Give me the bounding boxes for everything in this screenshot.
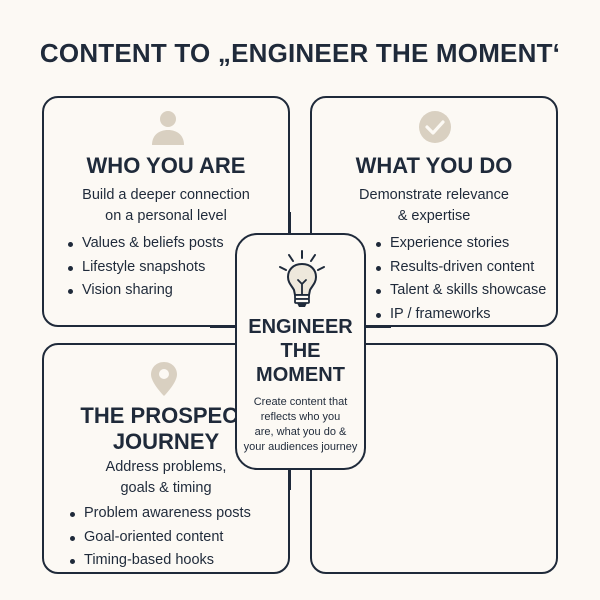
heading-line: THE [280,340,321,362]
list-item: Talent & skills showcase [374,279,546,303]
person-icon [151,110,185,146]
subtitle-line: on a personal level [105,208,227,224]
center-engineer-the-moment: ENGINEER THE MOMENT Create content that … [235,233,366,470]
list-item: Timing-based hooks [68,549,251,573]
map-pin-icon [150,361,178,397]
page-title: CONTENT TO „ENGINEER THE MOMENT‘ [39,38,561,68]
card-heading: WHO YOU ARE [86,153,246,178]
list-item: Problem awareness posts [68,502,251,526]
card-heading: WHAT YOU DO [355,153,513,178]
bullet-list: Experience stories Results-driven conten… [374,232,546,326]
connector-top-left [289,212,291,235]
subtitle-line: & expertise [397,208,471,224]
lightbulb-icon [277,249,327,311]
bullet-list: Values & beliefs posts Lifestyle snapsho… [66,232,224,303]
subtitle-line: your audiences journey [243,441,358,453]
subtitle-line: Build a deeper connection [82,187,250,203]
connector-right-upper [364,326,391,328]
subtitle-line: Address problems, [105,459,227,475]
subtitle-line: reflects who you [260,411,341,423]
list-item: Vision sharing [66,279,224,303]
list-item: Values & beliefs posts [66,232,224,256]
connector-bottom-left [289,468,291,490]
subtitle-line: goals & timing [120,480,212,496]
card-heading: THE PROSPECT JOURNEY [44,403,288,455]
heading-line: JOURNEY [112,429,220,454]
list-item: Results-driven content [374,256,546,280]
center-subtitle: Create content that reflects who you are… [241,395,360,455]
card-subtitle: Demonstrate relevance & expertise [312,185,556,227]
list-item: Lifestyle snapshots [66,256,224,280]
card-subtitle: Address problems, goals & timing [44,457,288,499]
list-item: Goal-oriented content [68,526,251,550]
list-item: IP / frameworks [374,303,546,327]
list-item: Experience stories [374,232,546,256]
subtitle-line: Demonstrate relevance [359,187,509,203]
center-heading: ENGINEER THE MOMENT [237,315,364,387]
bullet-list: Problem awareness posts Goal-oriented co… [68,502,251,573]
heading-line: MOMENT [256,364,345,386]
heading-line: ENGINEER [248,316,353,338]
subtitle-line: Create content that [253,396,348,408]
checkmark-circle-icon [418,110,452,144]
connector-left-upper [210,326,237,328]
heading-line: THE PROSPECT [80,403,252,428]
subtitle-line: are, what you do & [254,426,347,438]
card-subtitle: Build a deeper connection on a personal … [44,185,288,227]
